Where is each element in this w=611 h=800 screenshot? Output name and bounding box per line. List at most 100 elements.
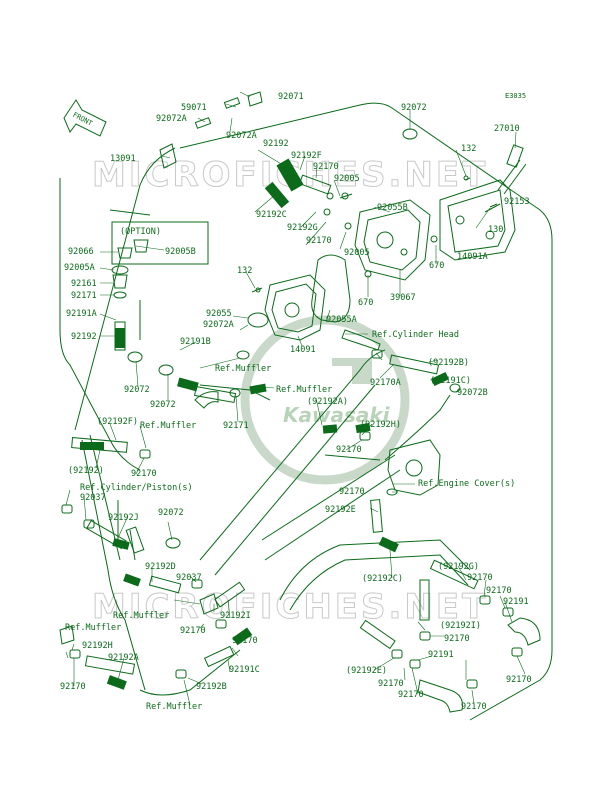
label-92192g: 92192G <box>287 223 318 233</box>
label-ref-muffler: Ref.Muffler <box>65 623 121 633</box>
label-130: 130 <box>488 225 503 235</box>
label-92066: 92066 <box>68 247 94 257</box>
watermark-brand-bg <box>285 395 369 429</box>
label-ref-muffler: Ref.Muffler <box>215 364 271 374</box>
label-92170: 92170 <box>60 682 86 692</box>
diagram-code: E3035 <box>505 92 526 100</box>
label-92153: 92153 <box>504 197 530 207</box>
label-92171: 92171 <box>71 291 97 301</box>
label-92170: 92170 <box>131 469 157 479</box>
label-92072a: 92072A <box>203 320 234 330</box>
label-92170: 92170 <box>378 679 404 689</box>
label-92192b: 92192B <box>196 682 227 692</box>
label-92072b: 92072B <box>457 388 488 398</box>
label-92170a: 92170A <box>370 378 401 388</box>
watermark-logo-mark <box>332 358 372 384</box>
label-92055: 92055 <box>206 309 232 319</box>
label-92005a: 92005A <box>64 263 95 273</box>
springs <box>80 158 449 690</box>
label-92192h: 92192H <box>82 641 113 651</box>
label-92192j: 92192J <box>108 513 139 523</box>
gasket-92055a <box>311 254 351 323</box>
engine-cover-fitting <box>387 439 441 496</box>
label-92192-paren: (92192) <box>68 466 104 476</box>
label-132: 132 <box>237 266 252 276</box>
label-92191c: 92191C <box>229 665 260 675</box>
label-92191: 92191 <box>428 650 454 660</box>
label-92170: 92170 <box>506 675 532 685</box>
label-ref-cylinder-head: Ref.Cylinder Head <box>372 330 459 340</box>
label-ref-muffler: Ref.Muffler <box>276 385 332 395</box>
label-39067: 39067 <box>390 293 416 303</box>
clamp-ring-92072-top <box>402 128 418 140</box>
label-92192e: 92192E <box>325 505 356 515</box>
watermark-brand: Kawasaki <box>283 403 391 427</box>
part-labels: 59071 92071 92072A 92072A 92072 27010 13… <box>60 92 532 712</box>
label-92192: 92192 <box>71 332 97 342</box>
label-14091: 14091 <box>290 345 316 355</box>
label-92170: 92170 <box>306 236 332 246</box>
label-92170: 92170 <box>339 487 365 497</box>
label-92191b: 92191B <box>180 337 211 347</box>
front-arrow-icon: FRONT <box>63 99 107 137</box>
label-92170: 92170 <box>180 626 206 636</box>
clamp-13091 <box>159 143 177 169</box>
label-92170: 92170 <box>232 636 258 646</box>
label-92191a: 92191A <box>66 309 97 319</box>
label-59071: 59071 <box>181 103 207 113</box>
label-92005: 92005 <box>344 248 370 258</box>
label-92191: 92191 <box>503 597 529 607</box>
label-670: 670 <box>429 261 444 271</box>
label-92192g-paren: (92192G) <box>438 562 479 572</box>
option-label: (OPTION) <box>120 227 161 237</box>
parts <box>59 91 541 713</box>
label-92171: 92171 <box>223 421 249 431</box>
label-92037: 92037 <box>176 573 202 583</box>
label-92192a: 92192A <box>108 653 139 663</box>
label-ref-muffler: Ref.Muffler <box>146 702 202 712</box>
label-92192b-paren: (92192B) <box>428 358 469 368</box>
label-92192f: 92192F <box>291 151 322 161</box>
label-92170: 92170 <box>398 690 424 700</box>
label-92055b: 92055B <box>377 203 408 213</box>
label-92192c-paren: (92192C) <box>362 574 403 584</box>
option-box <box>111 221 209 265</box>
label-ref-muffler: Ref.Muffler <box>140 421 196 431</box>
label-92192c: 92192C <box>256 210 287 220</box>
label-92072a: 92072A <box>156 114 187 124</box>
label-92072: 92072 <box>158 508 184 518</box>
cover-plate-14091a <box>439 179 516 261</box>
label-92192a-paren: (92192A) <box>307 397 348 407</box>
leader-lines <box>65 91 526 706</box>
label-132: 132 <box>461 144 476 154</box>
label-92161: 92161 <box>71 279 97 289</box>
label-92071: 92071 <box>278 92 304 102</box>
label-13091: 13091 <box>110 154 136 164</box>
label-92072a: 92072A <box>226 131 257 141</box>
reed-plate-14091 <box>264 274 326 341</box>
label-92170: 92170 <box>444 634 470 644</box>
label-92191c-paren: (92191C) <box>430 376 471 386</box>
fitting-92071 <box>247 91 263 107</box>
label-92192d: 92192D <box>145 562 176 572</box>
valve-cover-92055b <box>354 199 431 281</box>
label-92055a: 92055A <box>326 315 357 325</box>
label-92192i-paren: (92192I) <box>440 621 481 631</box>
label-92170: 92170 <box>467 573 493 583</box>
label-ref-engine-cover: Ref.Engine Cover(s) <box>418 479 515 489</box>
label-92072: 92072 <box>124 385 150 395</box>
o-ring-92055 <box>247 312 269 328</box>
label-670: 670 <box>358 298 373 308</box>
label-92072: 92072 <box>401 103 427 113</box>
label-27010: 27010 <box>494 124 520 134</box>
label-92170: 92170 <box>313 162 339 172</box>
label-ref-cylinder-piston: Ref.Cylinder/Piston(s) <box>80 483 193 493</box>
label-92170: 92170 <box>461 702 487 712</box>
label-92192: 92192 <box>263 139 289 149</box>
label-92072: 92072 <box>150 400 176 410</box>
label-92005: 92005 <box>334 174 360 184</box>
label-92170: 92170 <box>486 586 512 596</box>
label-92192e-paren: (92192E) <box>346 666 387 676</box>
